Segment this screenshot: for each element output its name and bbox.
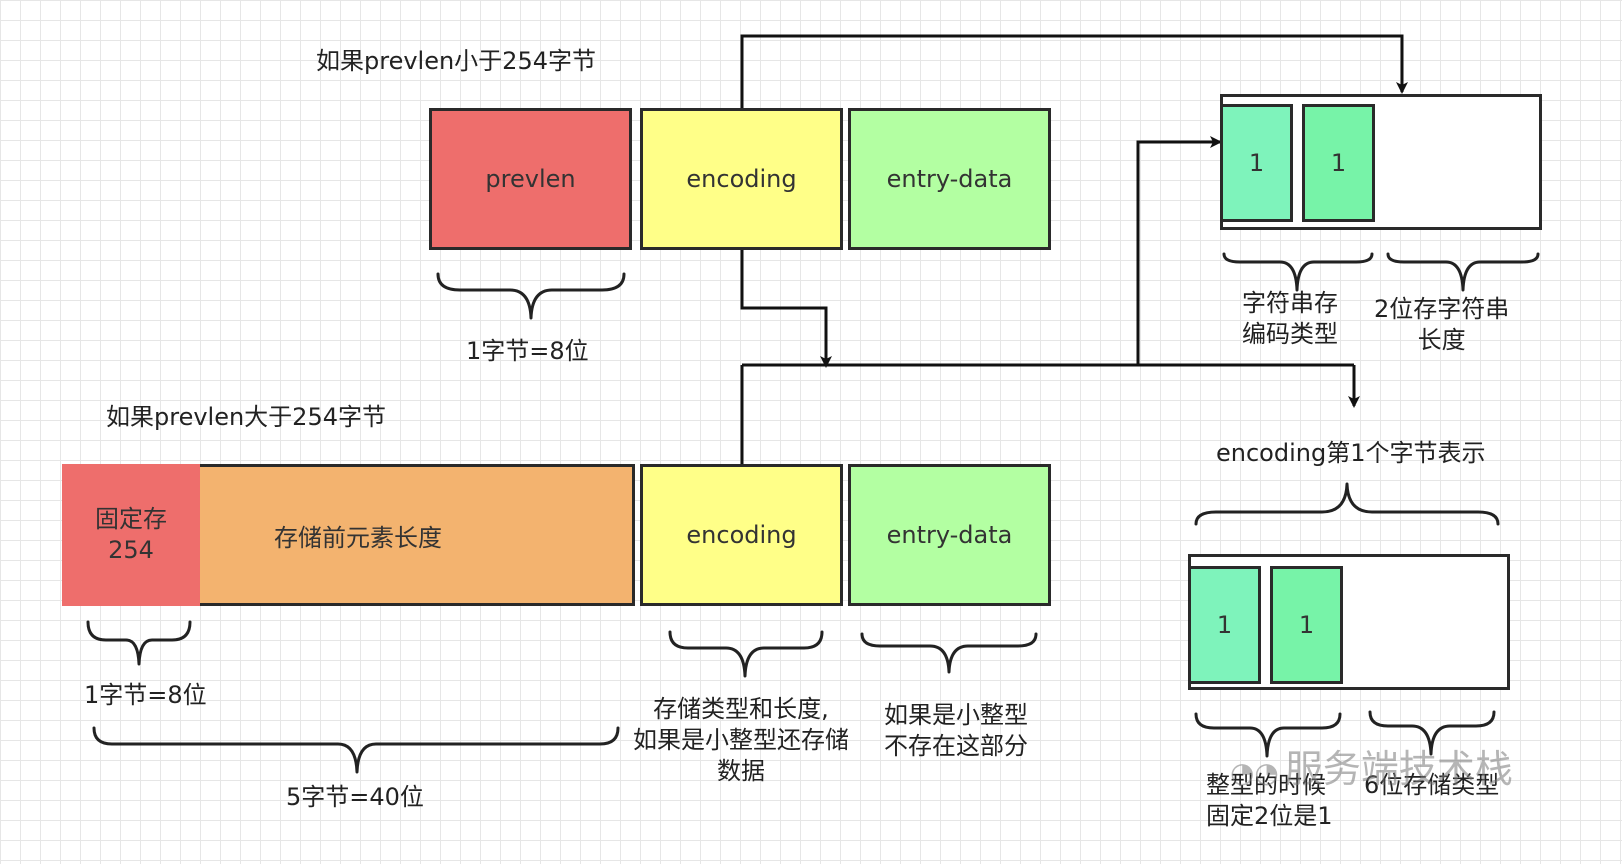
- entry-note: 如果是小整型 不存在这部分: [884, 701, 1028, 760]
- prevlen-box: prevlen: [429, 108, 632, 250]
- encoding-box: encoding: [640, 108, 843, 250]
- arrow-encoding-down: [740, 250, 832, 368]
- bottom-entry-data-box: entry-data: [848, 464, 1051, 606]
- watermark: ◔◔服务端技术栈: [1230, 738, 1513, 793]
- watermark-text: 服务端技术栈: [1284, 747, 1513, 791]
- string-label-left: 字符串存 编码类型: [1242, 289, 1338, 348]
- brace-bottom-encoding: [668, 630, 824, 678]
- bottom-brace5-label: 5字节=40位: [286, 783, 424, 811]
- int-label-left: 整型的时候 固定2位是1: [1206, 771, 1333, 830]
- int-detail-title: encoding第1个字节表示: [1216, 439, 1486, 467]
- watermark-icon: ◔◔: [1230, 756, 1279, 789]
- bottom-title: 如果prevlen大于254字节: [106, 403, 386, 431]
- brace-bottom-entry: [860, 632, 1038, 674]
- brace-string-left: [1222, 252, 1374, 292]
- brace-bottom-5byte: [92, 726, 620, 774]
- fixed-254-box: 固定存 254: [62, 464, 200, 606]
- brace-top-prevlen: [436, 272, 626, 320]
- bottom-encoding-box: encoding: [640, 464, 843, 606]
- arrow-encoding-to-string-detail: [740, 34, 1408, 108]
- bottom-brace1-label: 1字节=8位: [84, 681, 207, 709]
- int-bit-2: 1: [1270, 566, 1343, 684]
- string-bit-2: 1: [1302, 104, 1375, 222]
- top-title: 如果prevlen小于254字节: [316, 47, 596, 75]
- string-bit-1: 1: [1220, 104, 1293, 222]
- int-bit-1: 1: [1188, 566, 1261, 684]
- stored-length-label: 存储前元素长度: [274, 523, 442, 552]
- brace-int-left: [1194, 712, 1342, 758]
- brace-string-right: [1386, 252, 1540, 292]
- int-label-right: 6位存储类型: [1364, 771, 1500, 799]
- brace-int-right: [1368, 710, 1496, 756]
- string-label-right: 2位存字符串 长度: [1374, 295, 1510, 354]
- entry-data-box: entry-data: [848, 108, 1051, 250]
- top-brace-label: 1字节=8位: [466, 337, 589, 365]
- brace-bottom-fixed: [86, 620, 192, 666]
- encoding-note: 存储类型和长度, 如果是小整型还存储 数据: [633, 695, 849, 785]
- arrow-to-string-bits: [1136, 136, 1222, 365]
- brace-int-top: [1194, 482, 1500, 526]
